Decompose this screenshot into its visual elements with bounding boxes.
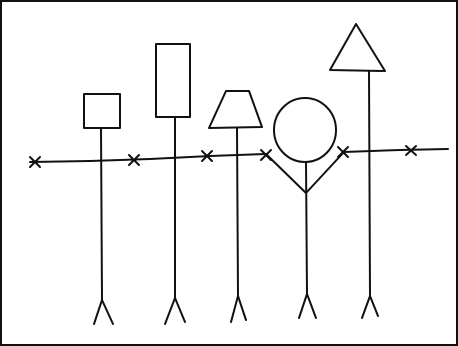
trapezoid-head [208, 90, 263, 129]
triangle-head [329, 23, 386, 72]
cross-mark [201, 150, 213, 162]
body-stick [305, 161, 308, 295]
figure-triangle-head [329, 23, 386, 319]
body-stick [236, 127, 239, 297]
figure-square-head [83, 93, 121, 325]
legs [230, 295, 247, 323]
cross-mark [405, 145, 417, 156]
body-stick [368, 70, 371, 297]
tall-rectangle-head [155, 43, 191, 118]
horizontal-line-right [343, 148, 449, 153]
cross-mark [128, 154, 140, 166]
legs [93, 299, 114, 325]
figure-trapezoid-head [208, 90, 263, 323]
figure-rectangle-head [155, 43, 191, 325]
figure-circle-head [265, 97, 345, 319]
legs [361, 295, 379, 319]
legs [298, 293, 317, 319]
legs [164, 297, 186, 325]
cross-mark [29, 156, 41, 168]
body-stick [100, 127, 103, 301]
horizontal-line [29, 153, 267, 163]
